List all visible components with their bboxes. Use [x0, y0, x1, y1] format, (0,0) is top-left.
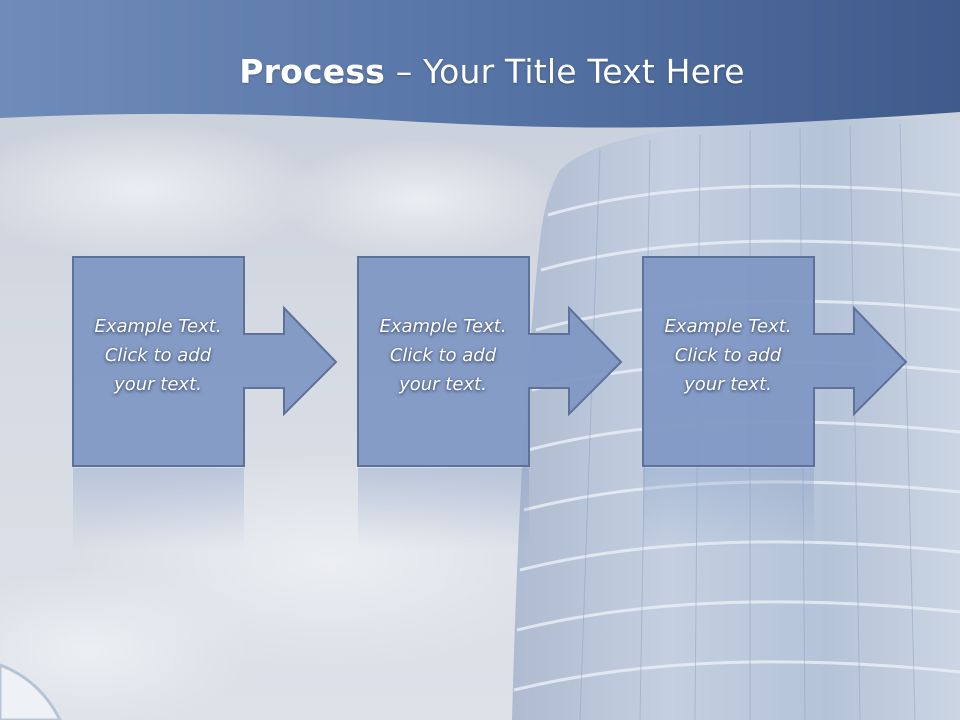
slide-title[interactable]: Process – Your Title Text Here — [0, 52, 960, 91]
step-text: Example Text. Click to add your text. — [642, 312, 814, 399]
title-strong: Process — [239, 52, 386, 91]
step-text-line: Example Text. — [379, 316, 507, 337]
step-arrow-shape — [642, 256, 908, 467]
step-text-line: your text. — [399, 374, 487, 395]
step-text-line: Example Text. — [94, 316, 222, 337]
step-text-line: Click to add — [389, 345, 497, 366]
step-text: Example Text. Click to add your text. — [357, 312, 529, 399]
title-rest: – Your Title Text Here — [385, 52, 745, 91]
step-text-line: Click to add — [674, 345, 782, 366]
step-reflection-1 — [72, 468, 340, 548]
step-text-line: Click to add — [104, 345, 212, 366]
step-reflection-3 — [642, 468, 910, 548]
step-text: Example Text. Click to add your text. — [72, 312, 244, 399]
process-step-1[interactable]: Example Text. Click to add your text. — [72, 256, 340, 468]
step-text-line: Example Text. — [664, 316, 792, 337]
process-step-2[interactable]: Example Text. Click to add your text. — [357, 256, 625, 468]
step-arrow-shape — [357, 256, 623, 467]
step-reflection-2 — [357, 468, 625, 548]
step-text-line: your text. — [114, 374, 202, 395]
step-arrow-shape — [72, 256, 338, 467]
process-step-3[interactable]: Example Text. Click to add your text. — [642, 256, 910, 468]
step-text-line: your text. — [684, 374, 772, 395]
